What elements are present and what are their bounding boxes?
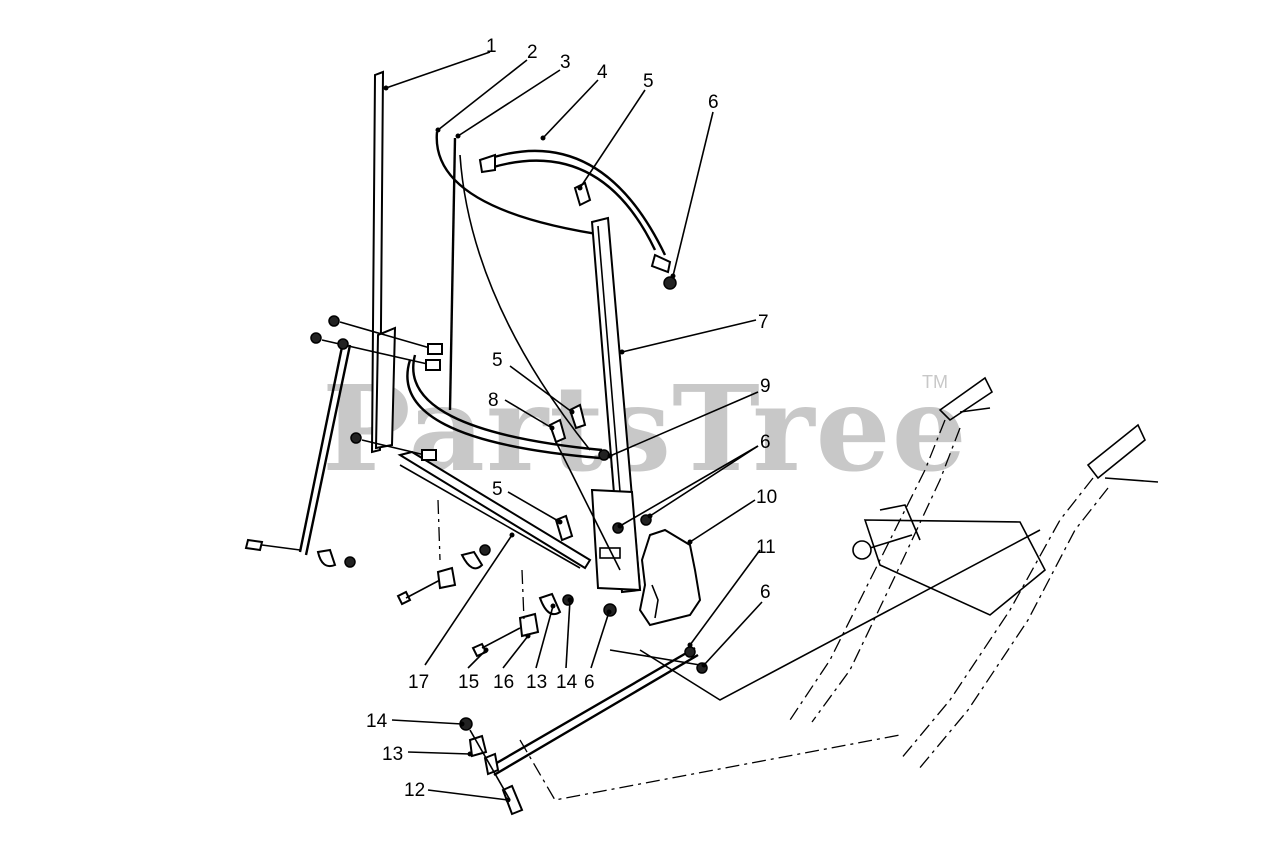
callout-14: 14 bbox=[366, 711, 388, 732]
callout-15: 15 bbox=[458, 672, 479, 693]
callout-11: 11 bbox=[756, 537, 776, 558]
snowblower-outline bbox=[519, 376, 1159, 801]
callout-5: 5 bbox=[643, 71, 654, 92]
callout-6: 6 bbox=[708, 92, 719, 113]
callout-12: 12 bbox=[404, 780, 425, 801]
callout-10: 10 bbox=[756, 487, 777, 508]
callout-labels: 1 2 3 4 5 6 7 5 8 9 6 5 10 11 6 17 15 16… bbox=[366, 36, 777, 801]
callout-8: 8 bbox=[488, 390, 499, 411]
callout-7: 7 bbox=[758, 312, 769, 333]
callout-4: 4 bbox=[597, 62, 608, 83]
callout-13: 13 bbox=[526, 672, 547, 693]
watermark-trademark: TM bbox=[922, 372, 948, 392]
callout-6: 6 bbox=[760, 582, 771, 603]
watermark-text: PartsTree bbox=[322, 359, 968, 498]
callout-13: 13 bbox=[382, 744, 403, 765]
callout-6: 6 bbox=[584, 672, 595, 693]
callout-17: 17 bbox=[408, 672, 429, 693]
callout-14: 14 bbox=[556, 672, 578, 693]
callout-16: 16 bbox=[493, 672, 514, 693]
discharge-chute-assembly bbox=[244, 70, 708, 816]
callout-3: 3 bbox=[560, 52, 571, 73]
leader-lines bbox=[383, 51, 763, 803]
callout-1: 1 bbox=[486, 36, 497, 57]
callout-5: 5 bbox=[492, 479, 503, 500]
callout-2: 2 bbox=[527, 42, 538, 63]
callout-5: 5 bbox=[492, 350, 503, 371]
callout-6: 6 bbox=[760, 432, 771, 453]
callout-9: 9 bbox=[760, 376, 771, 397]
